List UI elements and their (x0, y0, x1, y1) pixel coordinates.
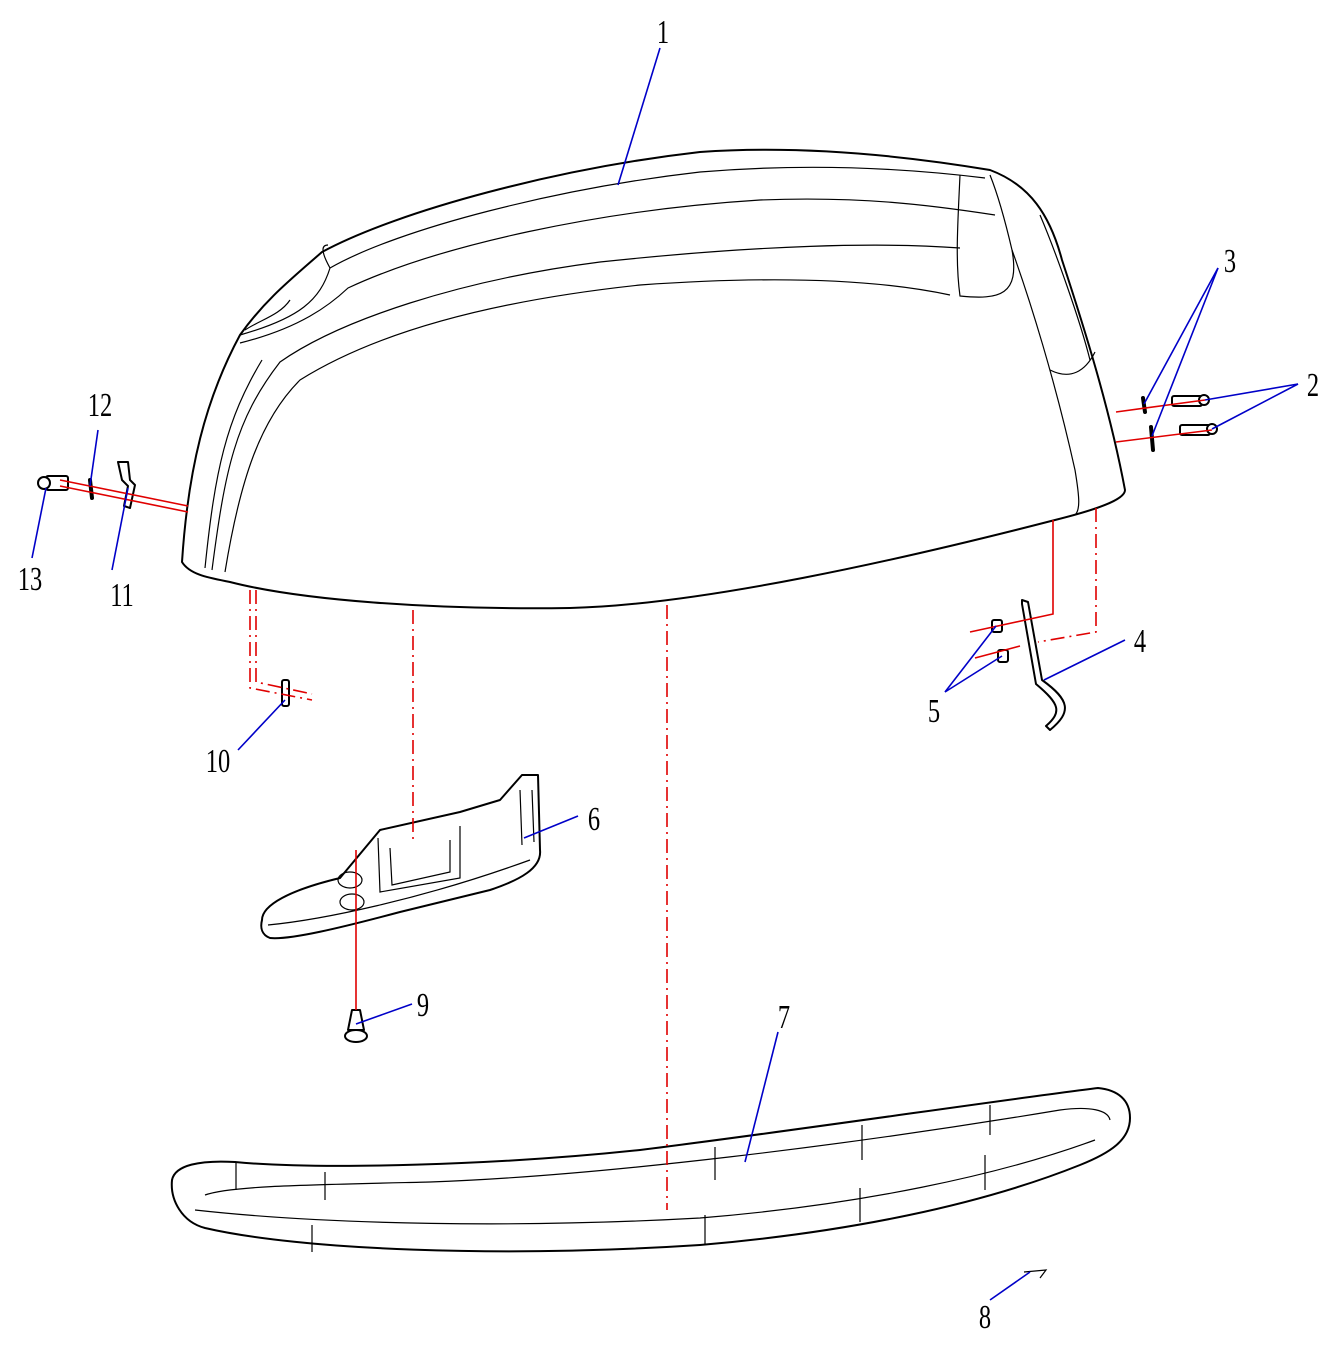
callout-9: 9 (417, 987, 429, 1024)
callout-10: 10 (206, 743, 230, 780)
part-6-bracket (260, 774, 542, 940)
callout-7: 7 (778, 999, 790, 1036)
part-1-mirror-cover (181, 148, 1126, 610)
part-8-pin (1023, 1269, 1048, 1279)
part-7-trim-ring (170, 1087, 1131, 1253)
part-4-rod (1021, 599, 1066, 731)
callout-8: 8 (979, 1299, 991, 1336)
part-13-screw (37, 475, 69, 491)
part-10-clip (281, 679, 290, 707)
assembly-lines (59, 399, 1213, 1210)
callout-12: 12 (88, 387, 112, 424)
callout-13: 13 (18, 561, 42, 598)
callout-6: 6 (588, 801, 600, 838)
part-9-screw (344, 1009, 368, 1043)
callout-11: 11 (110, 577, 134, 614)
callout-2: 2 (1307, 367, 1319, 404)
callout-1: 1 (657, 14, 669, 51)
part-3-washers (1141, 396, 1155, 452)
part-11-clip (117, 461, 136, 509)
leader-lines (31, 47, 1299, 1301)
callout-labels: 1 2 3 4 5 6 7 8 9 10 11 12 13 (18, 14, 1319, 1336)
callout-5: 5 (928, 693, 940, 730)
callout-4: 4 (1134, 623, 1146, 660)
callout-3: 3 (1224, 243, 1236, 280)
